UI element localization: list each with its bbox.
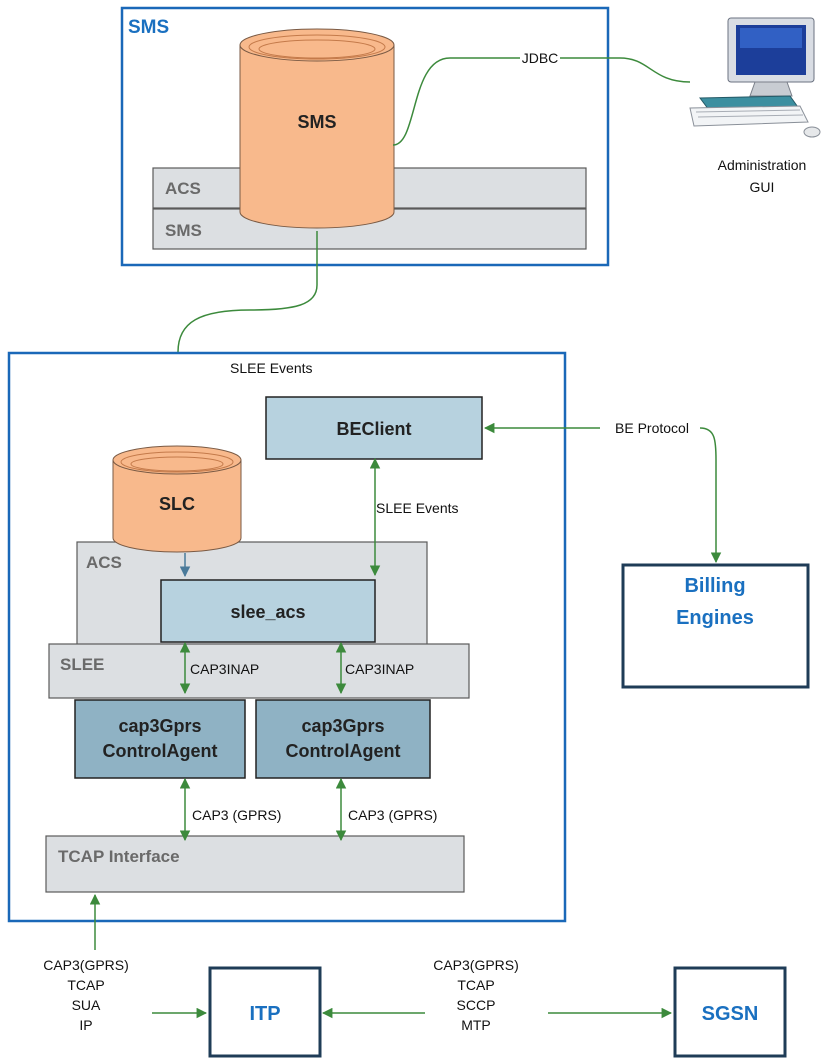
sms-sms-layer-label: SMS [165,221,202,240]
cap3inap-right-label: CAP3INAP [345,661,414,677]
slee-layer [48,643,470,699]
sgsn-box [673,966,787,1058]
sms-cylinder-label: SMS [297,112,336,132]
cap3inap-left-label: CAP3INAP [190,661,259,677]
control-agent-right [255,699,431,779]
control-agent-right-line1: cap3Gprs [301,716,384,736]
stack-left-item: SUA [72,997,101,1013]
sms-container-title: SMS [128,17,169,38]
billing-engines-line2: Engines [676,607,754,629]
be-protocol-label: BE Protocol [615,420,689,436]
control-agent-left-line2: ControlAgent [103,741,218,761]
stack-mid-item: SCCP [457,997,496,1013]
slee-layer-label: SLEE [60,655,104,674]
cap3gprs-right-label: CAP3 (GPRS) [348,807,437,823]
billing-engines-box [621,563,810,689]
control-agent-right-line2: ControlAgent [286,741,401,761]
jdbc-label: JDBC [522,50,559,66]
be-protocol-link-down [699,427,722,564]
itp-box [208,966,322,1058]
admin-gui-line1: Administration [718,157,807,173]
slc-acs-layer-label: ACS [86,553,122,572]
billing-engines-line1: Billing [684,575,745,597]
tcap-interface-layer [45,835,465,893]
stack-left-item: CAP3(GPRS) [43,957,129,973]
slc-database-cylinder: SLC [112,445,242,553]
slee-events-top-label: SLEE Events [230,360,313,376]
stack-left-item: IP [79,1017,92,1033]
sgsn-label: SGSN [702,1003,759,1025]
protocol-stack-left: CAP3(GPRS) TCAP SUA IP [43,957,129,1033]
slee-acs-box [160,579,376,643]
protocol-stack-mid: CAP3(GPRS) TCAP SCCP MTP [433,957,519,1033]
beclient-label: BEClient [336,419,411,439]
sms-container: SMS ACS SMS SMS [120,6,610,267]
control-agent-left [74,699,246,779]
slee-events-right-label: SLEE Events [376,500,459,516]
stack-mid-item: TCAP [457,977,494,993]
jdbc-link-right [560,57,691,83]
control-agent-left-line1: cap3Gprs [118,716,201,736]
admin-gui-line2: GUI [750,179,775,195]
itp-label: ITP [249,1003,280,1025]
sms-database-cylinder: SMS [239,28,395,229]
slc-cylinder-label: SLC [159,494,195,514]
jdbc-link [392,57,520,146]
cap3gprs-left-label: CAP3 (GPRS) [192,807,281,823]
stack-mid-item: MTP [461,1017,491,1033]
beclient-box [265,396,483,460]
stack-left-item: TCAP [67,977,104,993]
computer-icon [689,17,821,138]
slee-acs-label: slee_acs [230,602,305,622]
tcap-interface-label: TCAP Interface [58,847,180,866]
sms-to-slc-link [172,231,318,440]
slc-container: SLEE Events BEClient ACS SLC slee_acs SL… [7,351,567,923]
stack-mid-item: CAP3(GPRS) [433,957,519,973]
sms-acs-layer-label: ACS [165,179,201,198]
